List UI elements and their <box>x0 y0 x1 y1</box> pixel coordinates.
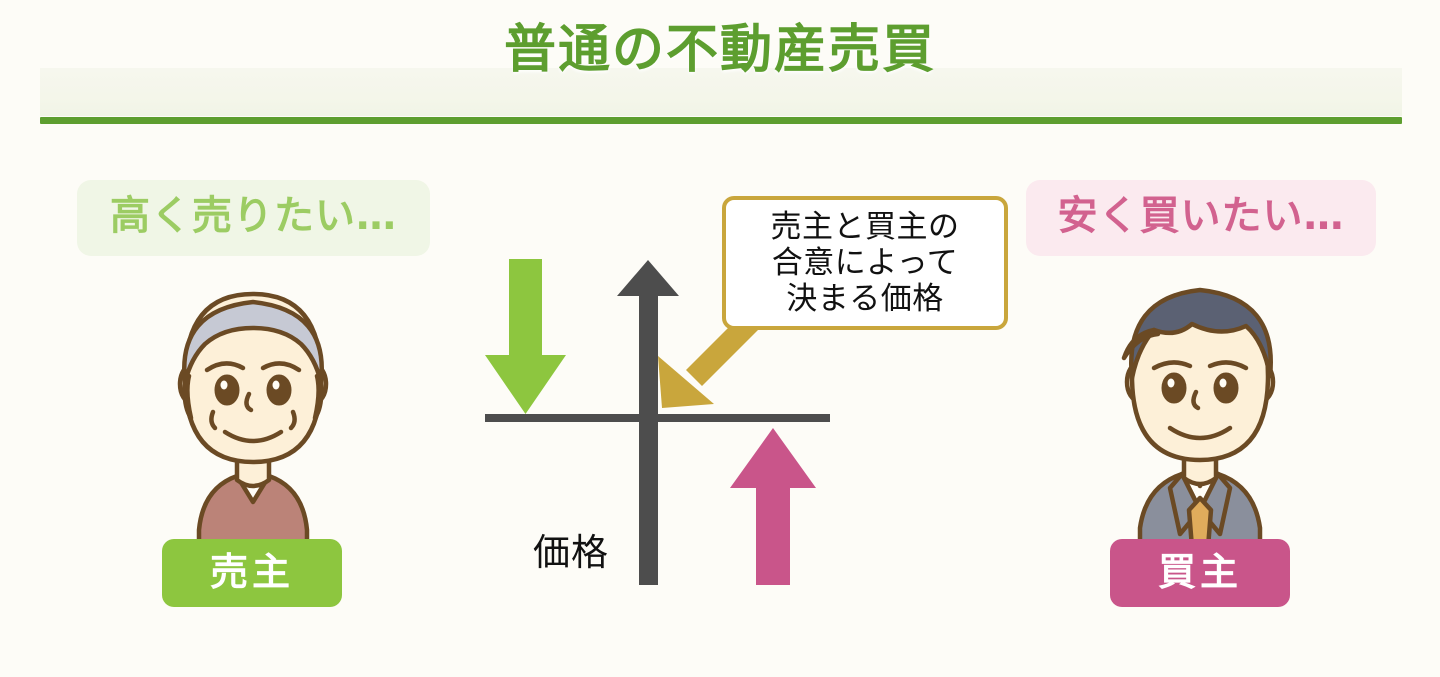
seller-thought-label: 高く売りたい… <box>77 180 430 256</box>
buyer-thought-text: 安く買いたい… <box>1057 193 1345 239</box>
buyer-hair-tuft <box>1121 327 1161 361</box>
price-up-arrow-icon <box>730 428 816 585</box>
seller-cheek-line-right <box>288 409 297 431</box>
buyer-thought-label: 安く買いたい… <box>1026 180 1376 256</box>
price-down-arrow-icon <box>485 259 566 414</box>
buyer-eyebrow-left <box>1151 360 1193 371</box>
buyer-eyes <box>1161 372 1239 404</box>
seller-hair <box>182 299 324 385</box>
seller-thought-text: 高く売りたい… <box>110 193 397 239</box>
page-title: 普通の不動産売買 <box>503 20 936 80</box>
seller-badge-label: 売主 <box>209 549 294 594</box>
buyer-avatar <box>1121 287 1276 572</box>
seller-mouth <box>222 429 284 444</box>
buyer-neck <box>1181 453 1219 487</box>
buyer-badge-label: 買主 <box>1157 549 1242 594</box>
seller-sideburn-left <box>182 373 194 421</box>
price-axis-label: 価格 <box>533 531 609 574</box>
seller-neck <box>234 455 272 489</box>
buyer-mouth <box>1167 425 1233 441</box>
callout-line-3: 決まる価格 <box>786 281 944 318</box>
seller-eyebrow-left <box>204 361 246 373</box>
price-axis-group: 価格 <box>470 250 840 600</box>
title-band <box>40 68 1402 116</box>
buyer-eyebrow-right <box>1207 360 1249 371</box>
price-callout: 売主と買主の 合意によって 決まる価格 <box>722 196 1008 330</box>
callout-line-2: 合意によって <box>771 244 959 281</box>
seller-avatar <box>177 291 329 572</box>
vertical-axis-shaft <box>639 290 658 585</box>
callout-line-1: 売主と買主の <box>770 208 960 245</box>
vertical-axis-arrowhead-icon <box>617 260 679 296</box>
seller-badge: 売主 <box>162 539 342 607</box>
seller-nose <box>244 391 254 413</box>
title-underline-rule <box>40 117 1402 124</box>
seller-eyebrow-right <box>260 361 302 373</box>
seller-cheek-line-left <box>209 409 218 431</box>
seller-sideburn-right <box>312 373 324 421</box>
buyer-nose <box>1191 389 1201 411</box>
buyer-badge: 買主 <box>1110 539 1290 607</box>
seller-eyes <box>214 374 292 406</box>
